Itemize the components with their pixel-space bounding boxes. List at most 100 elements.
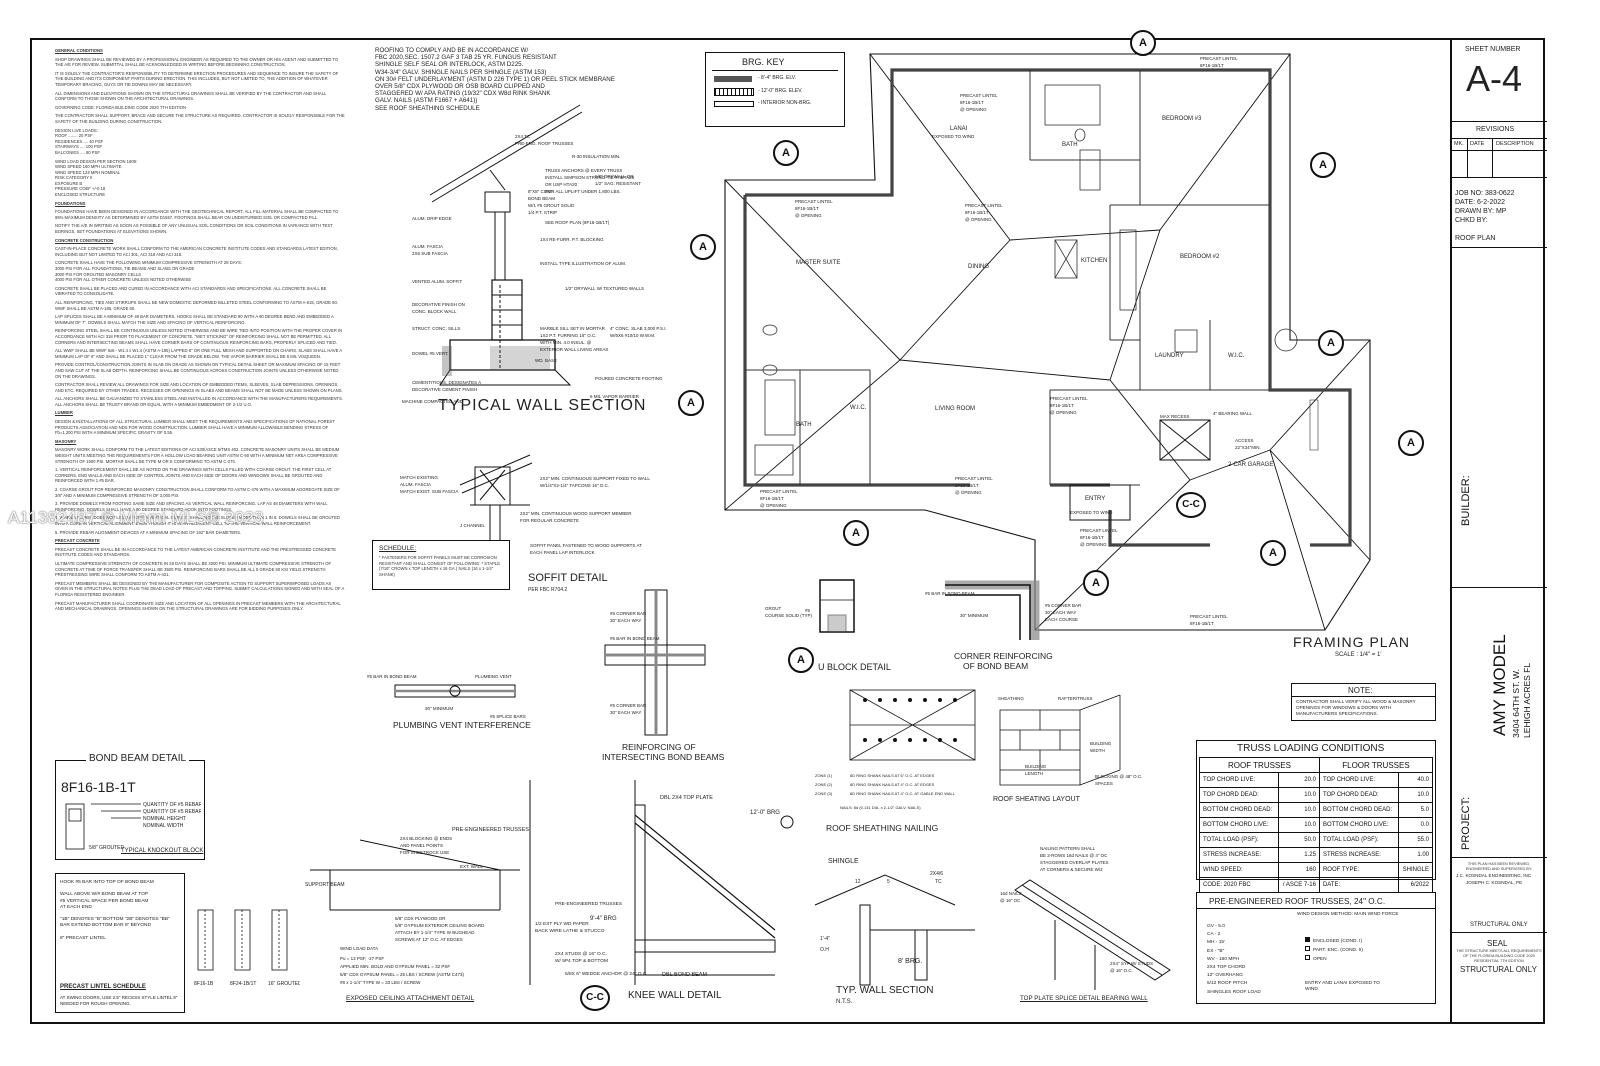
section-marker-a: A [1318,330,1344,356]
svg-text:2X2" MIN. CONTINUOUS SUPPORT F: 2X2" MIN. CONTINUOUS SUPPORT FIXED TO WA… [540,476,650,481]
precast-lintel-schedule-title: PRECAST LINTEL SCHEDULE [60,984,146,990]
svg-text:30" EACH WAY: 30" EACH WAY [610,710,641,715]
structural-only-1: STRUCTURAL ONLY [1470,922,1528,928]
support-beam-label: SUPPORT BEAM [305,882,345,888]
svg-text:PRECAST LINTEL: PRECAST LINTEL [1080,528,1118,533]
svg-text:WITH MIN. 4.0 INSUL. @: WITH MIN. 4.0 INSUL. @ [540,340,592,345]
svg-text:8F16-1B/1T: 8F16-1B/1T [1080,535,1104,540]
svg-text:MAX RECESS: MAX RECESS [1160,414,1190,419]
pre-eng-item: CA - 2 [1207,932,1221,938]
roof-trusses-header: ROOF TRUSSES [1199,757,1320,773]
svg-text:#5: #5 [805,608,811,613]
svg-text:BLOCKING @ 48" O.C.: BLOCKING @ 48" O.C. [1095,774,1142,779]
brg-8-label: 8' BRG. [898,958,923,965]
svg-text:@ OPENING: @ OPENING [1050,410,1077,415]
svg-text:#5 CORNER BAR: #5 CORNER BAR [610,703,647,708]
cell: WIND SPEED: [1199,862,1279,878]
rev-col-description: DESCRIPTION [1496,141,1534,147]
section-marker-cc: C-C [1176,492,1206,518]
sheet-number-cell: SHEET NUMBER A-4 [1452,38,1547,122]
bond-beam-code: 8F16-1B-1T [61,779,136,795]
svg-text:OR USP HTA20: OR USP HTA20 [545,182,578,187]
svg-text:QUANTITY OF #5 REBARS IN TOP C: QUANTITY OF #5 REBARS IN TOP CAVITY [143,802,201,808]
svg-text:8D RING SHANK NAILS AT 6" O.C.: 8D RING SHANK NAILS AT 6" O.C. AT EDGES [850,773,935,778]
svg-text:16" GROUTED: 16" GROUTED [268,981,300,987]
soffit-detail-title: SOFFIT DETAIL [528,572,608,584]
cell: / ASCE 7-16 [1277,877,1320,893]
svg-text:@ OPENING: @ OPENING [1080,542,1107,547]
svg-text:CEMENTITIOUS, DESIGNATES A: CEMENTITIOUS, DESIGNATES A [412,380,481,385]
room-wic-1: W.I.C. [1228,353,1245,359]
svg-text:SPACES: SPACES [1095,781,1113,786]
cell: TOP CHORD DEAD: [1199,787,1279,803]
svg-text:WD. BASE: WD. BASE [535,358,557,363]
cell: TOTAL LOAD (PSF): [1318,832,1399,848]
svg-text:8"X8" CONT.: 8"X8" CONT. [528,189,554,194]
svg-text:30" MINIMUM: 30" MINIMUM [960,613,988,618]
cell: DATE: [1318,877,1399,893]
roof-sheathing-nailing-drawing: ZONE (1)8D RING SHANK NAILS AT 6" O.C. A… [815,689,976,810]
u-block-title: U BLOCK DETAIL [818,662,891,672]
room-kitchen: KITCHEN [1081,258,1108,264]
svg-text:ATTACH BY 1-1/4" TYPE W BUGHEA: ATTACH BY 1-1/4" TYPE W BUGHEAD [395,930,475,935]
bond-beam-detail-box: BOND BEAM DETAIL 8F16-1B-1T QUANTITY OF … [55,753,205,860]
note-box: NOTE: CONTRACTOR SHALL VERIFY ALL WOOD &… [1291,683,1436,721]
svg-text:INSTALL TYPE ILLUSTRATION OF A: INSTALL TYPE ILLUSTRATION OF ALUM. [540,261,626,266]
svg-text:6 MIL VAPOR BARRIER: 6 MIL VAPOR BARRIER [590,394,640,399]
svg-text:VENTED ALUM. SOFFIT: VENTED ALUM. SOFFIT [412,279,463,284]
project-name: AMY MODEL [1490,634,1509,736]
cell: BOTTOM CHORD LIVE: [1199,817,1279,833]
option-partial: PART. ENC. (COND. II) [1305,946,1363,955]
bond-beam-detail-title: BOND BEAM DETAIL [86,753,190,764]
svg-text:@ OPENING: @ OPENING [795,213,822,218]
pre-eng-item: GV - 5.0 [1207,924,1225,929]
svg-text:2X2" MIN. CONTINUOUS WOOD SUPP: 2X2" MIN. CONTINUOUS WOOD SUPPORT MEMBER [520,511,632,516]
sheet-title: ROOF PLAN [1455,235,1496,242]
rev-col-date: DATE [1470,141,1485,147]
cell: 50.0 [1277,832,1320,848]
svg-text:8F16-1B/1T: 8F16-1B/1T [1190,621,1214,626]
svg-text:2X4 STUDS @ 16" O.C.: 2X4 STUDS @ 16" O.C. [555,951,607,957]
svg-text:EXPOSED TO WIND: EXPOSED TO WIND [932,134,975,139]
typ-wall-section-title: TYP. WALL SECTION [836,985,934,996]
svg-text:@ 16" OC: @ 16" OC [1000,898,1021,903]
section-marker-a: A [1130,30,1156,56]
cell: STRESS INCREASE: [1318,847,1399,863]
cell: BOTTOM CHORD LIVE: [1318,817,1399,833]
room-entry: ENTRY [1085,496,1106,502]
job-info-cell: JOB NO: 383-0622 DATE: 6-2-2022 DRAWN BY… [1452,178,1547,248]
room-bath-1: BATH [1062,142,1078,148]
svg-text:PRECAST LINTEL: PRECAST LINTEL [760,489,798,494]
cell: 20.0 [1277,772,1320,788]
reinforcing-bond-beams-title-2: INTERSECTING BOND BEAMS [602,752,725,762]
svg-text:ZONE (2): ZONE (2) [815,782,833,787]
cell: SHINGLE [1397,862,1434,878]
svg-text:BACK WIRE LATHE & STUCCO: BACK WIRE LATHE & STUCCO [535,928,605,934]
svg-text:30" MINIMUM: 30" MINIMUM [425,706,453,711]
cell: TOTAL LOAD (PSF): [1199,832,1279,848]
room-garage: 2-CAR GARAGE [1228,462,1274,468]
option-open: OPEN [1305,955,1363,964]
roof-sheathing-nailing-title: ROOF SHEATHING NAILING [826,823,939,833]
pre-eng-title: PRE-ENGINEERED ROOF TRUSSES, 24" O.C. [1209,897,1386,906]
option-enclosed: ENCLOSED (COND. I) [1305,937,1363,946]
engineer-cell: THIS PLAN HAS BEEN REVIEWED, ENGINEERED … [1452,858,1547,933]
svg-text:5/8" GYPSUM EXTERIOR CEILING B: 5/8" GYPSUM EXTERIOR CEILING BOARD [395,923,485,928]
svg-text:EXT. WALL: EXT. WALL [460,864,483,869]
section-marker-a: A [678,390,704,416]
revisions-cell: REVISIONS MK. DATE DESCRIPTION [1452,122,1547,178]
cell: CODE: 2020 FBC [1199,877,1279,893]
svg-text:BUILDING: BUILDING [1090,741,1112,746]
roofing-note-line: SHINGLE SELF SEAL OR INTERLOCK, ASTM D22… [375,61,524,69]
pre-eng-item: SHINGLES ROOF LOAD [1207,989,1261,995]
svg-text:30" EACH WAY: 30" EACH WAY [610,618,641,623]
room-bath-2: BATH [796,422,812,428]
cell: 1.25 [1277,847,1320,863]
cell: 1.00 [1397,847,1434,863]
svg-text:J CHANNEL: J CHANNEL [460,523,486,528]
room-lanai: LANAI [950,126,968,132]
